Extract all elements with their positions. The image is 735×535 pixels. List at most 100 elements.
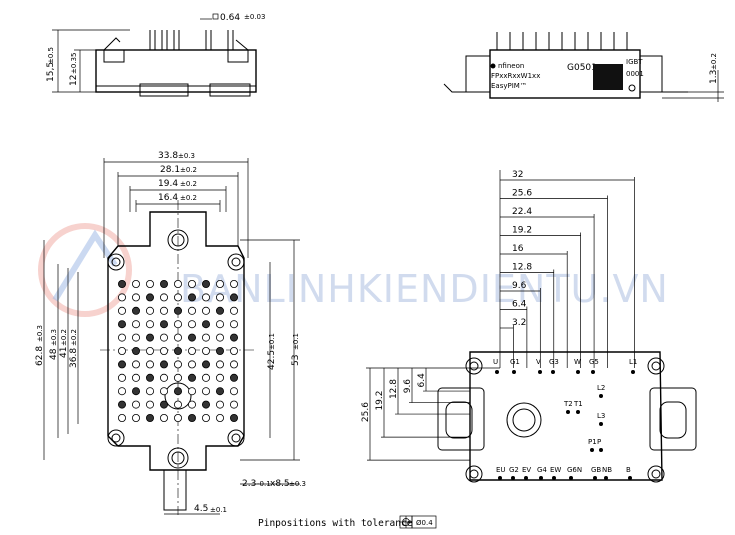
grid-pin: [201, 333, 210, 342]
grid-pin: [229, 346, 238, 355]
grid-pin: [187, 346, 196, 355]
grid-pin: [118, 413, 127, 422]
grid-pin: [145, 360, 154, 369]
x-dim-label: 25.6: [512, 189, 532, 199]
height-right-tol: ±0.1: [268, 333, 276, 350]
tolerance-note: Pinpositions with tolerance: [258, 518, 413, 529]
type-label: IGBT: [626, 58, 643, 66]
side-height-body-tol: ±0.35: [70, 53, 78, 74]
hole-dim2: x8.5: [270, 479, 290, 489]
grid-pin: [145, 306, 154, 315]
grid-pin: [201, 306, 210, 315]
pin-label: EW: [550, 466, 561, 474]
grid-pin: [215, 293, 224, 302]
grid-pin: [159, 333, 168, 342]
hole-dim2-tol: ±0.3: [289, 480, 306, 488]
x-dim-label: 19.2: [512, 226, 532, 236]
height-right2-tol: ±0.1: [292, 333, 300, 350]
grid-pin: [145, 400, 154, 409]
pin-dot: [569, 476, 573, 480]
grid-pin: [229, 413, 238, 422]
pin-label: B: [626, 466, 631, 474]
y-dim-label: 19.2: [375, 391, 385, 411]
grid-pin: [118, 360, 127, 369]
pin-label: U: [493, 358, 498, 366]
pin-label: G5: [589, 358, 599, 366]
grid-pin: [173, 360, 182, 369]
width-3-tol: ±0.2: [180, 180, 197, 188]
grid-pin: [187, 279, 196, 288]
height-3-tol: ±0.2: [60, 329, 68, 346]
pin-thickness-tol: ±0.03: [244, 13, 265, 21]
grid-pin: [215, 333, 224, 342]
pin-dot: [551, 370, 555, 374]
grid-pin: [201, 373, 210, 382]
grid-pin: [118, 373, 127, 382]
grid-pin: [173, 387, 182, 396]
pin-label: P: [597, 438, 601, 446]
front-offset: 1.3: [709, 70, 719, 84]
grid-pin: [118, 333, 127, 342]
marking-line3: EasyPIM™: [491, 82, 527, 90]
grid-pin: [131, 279, 140, 288]
grid-pin: [173, 333, 182, 342]
pin-grid: [118, 279, 238, 422]
grid-pin: [229, 373, 238, 382]
grid-pin: [131, 373, 140, 382]
pin-label: P1: [588, 438, 597, 446]
pin-label: G2: [509, 466, 519, 474]
grid-pin: [145, 320, 154, 329]
grid-pin: [173, 293, 182, 302]
grid-pin: [173, 346, 182, 355]
front-view: G0501 FPxxRxxW1xx EasyPIM™ nfineon IGBT …: [443, 32, 724, 102]
pin-label: L1: [629, 358, 637, 366]
grid-pin: [187, 320, 196, 329]
grid-pin: [201, 346, 210, 355]
y-dim-label: 12.8: [389, 379, 399, 399]
pin-dot: [495, 370, 499, 374]
pin-dot: [593, 476, 597, 480]
height-total-tol: ±0.3: [36, 325, 44, 342]
grid-pin: [187, 413, 196, 422]
pin-dot: [566, 410, 570, 414]
top-view: 33.8 ±0.3 28.1 ±0.2 19.4 ±0.2 16.4 ±0.2 …: [35, 151, 306, 515]
watermark: BANLINHKIENDIENTU.VN: [38, 223, 668, 317]
grid-pin: [145, 413, 154, 422]
grid-pin: [118, 346, 127, 355]
y-dim-label: 9.6: [403, 379, 413, 394]
grid-pin: [118, 279, 127, 288]
grid-pin: [187, 360, 196, 369]
pin-dot: [498, 476, 502, 480]
pin-dot: [512, 370, 516, 374]
height-3: 41: [59, 347, 69, 358]
grid-pin: [215, 346, 224, 355]
pin-label: T2: [563, 400, 573, 408]
pin-dot: [599, 422, 603, 426]
grid-pin: [118, 306, 127, 315]
grid-pin: [131, 293, 140, 302]
grid-pin: [159, 320, 168, 329]
width-4-tol: ±0.2: [180, 194, 197, 202]
grid-pin: [173, 373, 182, 382]
pin-label: G3: [549, 358, 559, 366]
grid-pin: [173, 306, 182, 315]
pin-label: EU: [496, 466, 506, 474]
x-dim-label: 12.8: [512, 263, 532, 273]
height-4-tol: ±0.2: [70, 329, 78, 346]
grid-pin: [229, 333, 238, 342]
pin-label: GB: [591, 466, 601, 474]
width-2: 28.1: [160, 165, 180, 175]
pin-label: V: [536, 358, 541, 366]
grid-pin: [187, 306, 196, 315]
grid-pin: [118, 400, 127, 409]
pin-label: G1: [510, 358, 520, 366]
pin-dot: [539, 476, 543, 480]
side-height-body: 12: [69, 75, 79, 86]
pin-label: T1: [573, 400, 583, 408]
x-dim-label: 16: [512, 244, 524, 254]
grid-pin: [131, 360, 140, 369]
